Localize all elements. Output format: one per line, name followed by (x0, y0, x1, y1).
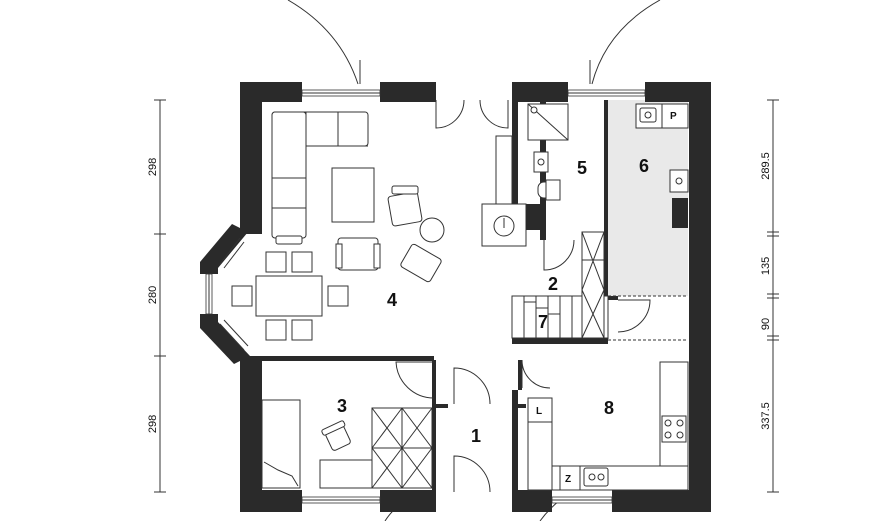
doors (395, 99, 651, 493)
kitchen-p-label: P (670, 111, 677, 122)
armchair-1 (387, 185, 423, 227)
armchair-2 (335, 237, 381, 271)
right-dimension-line (767, 99, 779, 493)
room-number-4: 4 (387, 290, 397, 310)
room-number-3: 3 (337, 396, 347, 416)
room-number-7: 7 (538, 312, 548, 332)
kitchen-fixtures (635, 103, 689, 228)
coffee-table (331, 167, 375, 223)
room3-furniture (261, 399, 433, 489)
dining-table (231, 251, 349, 341)
room-number-8: 8 (604, 398, 614, 418)
stairs (511, 231, 688, 341)
laundry-l-label: L (536, 406, 542, 417)
bathroom-fixtures (527, 103, 569, 201)
left-dim-top: 298 (147, 158, 159, 176)
outer-walls (200, 82, 711, 512)
windows (205, 89, 646, 504)
armchair-3 (400, 243, 442, 283)
left-dim-bottom: 298 (147, 415, 159, 433)
right-dim-4: 337.5 (760, 402, 772, 430)
right-dim-2: 135 (760, 257, 772, 275)
right-dim-1: 289.5 (760, 152, 772, 180)
side-table (419, 217, 445, 243)
fridge-z-label: Z (565, 474, 571, 485)
room-number-2: 2 (548, 274, 558, 294)
room-number-6: 6 (639, 156, 649, 176)
sofa (271, 111, 369, 245)
room8-fixtures (527, 361, 689, 491)
room-number-5: 5 (577, 158, 587, 178)
right-dim-3: 90 (760, 318, 772, 330)
left-dimension-line (154, 99, 166, 493)
room-number-1: 1 (471, 426, 481, 446)
left-dim-middle: 280 (147, 286, 159, 304)
fireplace (481, 135, 530, 247)
